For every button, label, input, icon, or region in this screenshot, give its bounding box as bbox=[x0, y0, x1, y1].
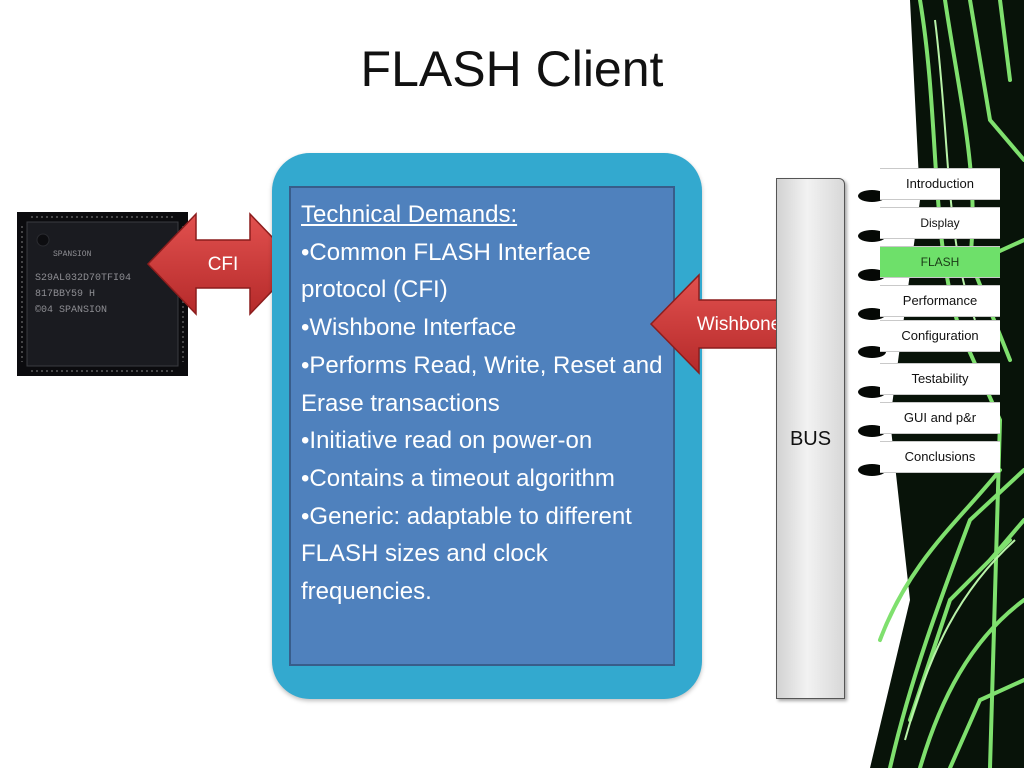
chip-copyright-text: ©04 SPANSION bbox=[35, 304, 107, 316]
wishbone-label: Wishbone bbox=[696, 314, 782, 335]
slide-title: FLASH Client bbox=[360, 41, 664, 97]
demand-item-generic: •Generic: adaptable to different FLASH s… bbox=[301, 502, 632, 606]
technical-demands: Technical Demands: •Common FLASH Interfa… bbox=[301, 196, 673, 611]
nav-item-configuration[interactable]: Configuration bbox=[880, 320, 1000, 352]
demand-item-transactions: •Performs Read, Write, Reset and Erase t… bbox=[301, 351, 663, 417]
demand-item-wishbone: •Wishbone Interface bbox=[301, 314, 517, 342]
cfi-label: CFI bbox=[207, 254, 239, 275]
demands-heading: Technical Demands: bbox=[301, 201, 518, 228]
nav-item-gui-and-pr[interactable]: GUI and p&r bbox=[880, 402, 1000, 434]
chip-brand-text: SPANSION bbox=[53, 250, 92, 259]
demand-item-timeout: •Contains a timeout algorithm bbox=[301, 464, 615, 492]
panel-inner bbox=[289, 186, 675, 666]
nav-item-performance[interactable]: Performance bbox=[880, 285, 1000, 317]
flash-chip-image: SPANSION S29AL032D70TFI04 817BBY59 H ©04… bbox=[17, 212, 188, 376]
chip-part-text: S29AL032D70TFI04 bbox=[35, 273, 131, 284]
demand-item-cfi: •Common FLASH Interface protocol (CFI) bbox=[301, 238, 591, 304]
nav-item-conclusions[interactable]: Conclusions bbox=[880, 441, 1000, 473]
nav-item-flash[interactable]: FLASH bbox=[880, 246, 1000, 278]
demand-item-power-on: •Initiative read on power-on bbox=[301, 427, 593, 455]
bus-label: BUS bbox=[789, 428, 832, 450]
bus-bar bbox=[776, 178, 845, 699]
chip-lot-text: 817BBY59 H bbox=[35, 289, 95, 300]
nav-item-display[interactable]: Display bbox=[880, 207, 1000, 239]
nav-item-introduction[interactable]: Introduction bbox=[880, 168, 1000, 200]
nav-item-testability[interactable]: Testability bbox=[880, 363, 1000, 395]
